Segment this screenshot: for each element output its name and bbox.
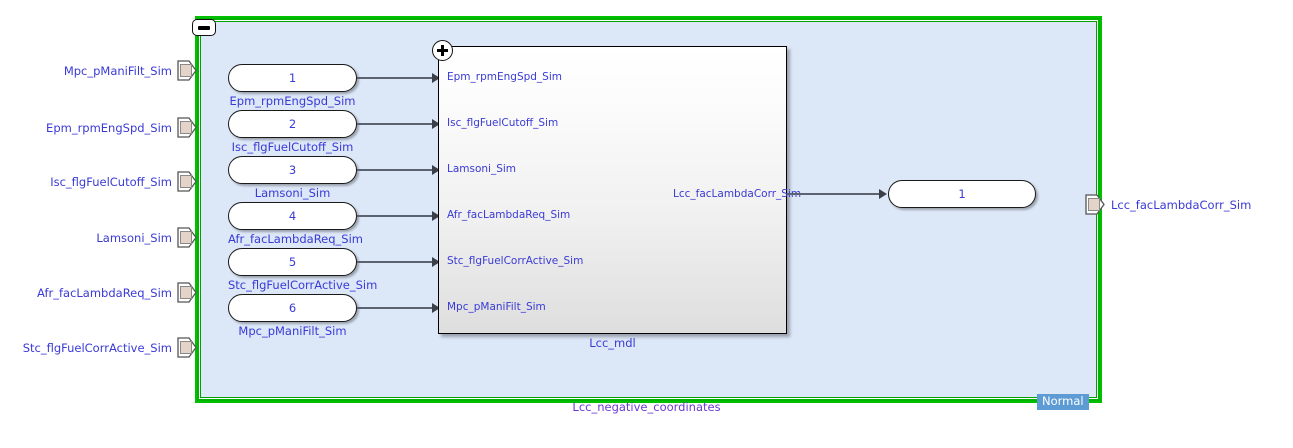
signal-line-1[interactable] xyxy=(357,77,435,79)
inport-terminal-icon xyxy=(177,337,197,358)
simulation-mode-badge[interactable]: Normal xyxy=(1037,394,1089,410)
signal-arrow-6 xyxy=(432,303,440,313)
signal-arrow-1 xyxy=(432,73,440,83)
signal-line-3[interactable] xyxy=(357,169,435,171)
subsystem-block-lcc-mdl[interactable] xyxy=(438,46,787,334)
subsystem-block-caption: Lcc_mdl xyxy=(589,336,636,350)
external-input-port-5[interactable]: Stc_flgFuelCorrActive_Sim xyxy=(0,337,197,358)
inport-block-number: 3 xyxy=(288,163,297,177)
outport-terminal-icon xyxy=(1085,194,1105,215)
inport-block-number: 4 xyxy=(288,209,297,223)
signal-arrow-3 xyxy=(432,165,440,175)
external-input-label: Afr_facLambdaReq_Sim xyxy=(36,285,172,300)
outport-block-1[interactable]: 1 xyxy=(888,180,1036,208)
subsystem-input-label-5: Mpc_pManiFilt_Sim xyxy=(447,301,546,313)
signal-arrow-output xyxy=(879,189,887,199)
inport-terminal-icon xyxy=(177,282,197,303)
external-input-label: Isc_flgFuelCutoff_Sim xyxy=(50,174,172,189)
inport-block-caption: Afr_facLambdaReq_Sim xyxy=(228,232,364,246)
external-input-label: Lamsoni_Sim xyxy=(96,230,172,245)
external-input-label: Stc_flgFuelCorrActive_Sim xyxy=(22,340,172,355)
inport-block-number: 2 xyxy=(288,117,297,131)
inport-block-5[interactable]: 5 xyxy=(228,248,357,276)
minus-icon-bar xyxy=(198,25,210,30)
inport-block-caption: Stc_flgFuelCorrActive_Sim xyxy=(228,278,378,292)
external-input-label: Epm_rpmEngSpd_Sim xyxy=(46,120,172,135)
outport-block-number: 1 xyxy=(958,187,966,201)
signal-line-5[interactable] xyxy=(357,261,435,263)
inport-block-number: 5 xyxy=(288,255,297,269)
inport-block-caption: Mpc_pManiFilt_Sim xyxy=(238,324,347,338)
signal-arrow-5 xyxy=(432,257,440,267)
signal-line-output[interactable] xyxy=(787,193,881,195)
plus-icon[interactable] xyxy=(432,40,453,61)
system-caption: Lcc_negative_coordinates xyxy=(572,400,721,414)
signal-arrow-4 xyxy=(432,211,440,221)
external-input-port-4[interactable]: Afr_facLambdaReq_Sim xyxy=(0,282,197,303)
plus-icon-vertical xyxy=(440,45,445,56)
signal-arrow-2 xyxy=(432,119,440,129)
subsystem-input-label-2: Lamsoni_Sim xyxy=(447,163,517,175)
external-input-port-0[interactable]: Mpc_pManiFilt_Sim xyxy=(0,60,197,81)
inport-block-4[interactable]: 4 xyxy=(228,202,357,230)
inport-block-3[interactable]: 3 xyxy=(228,156,357,184)
inport-terminal-icon xyxy=(177,227,197,248)
inport-terminal-icon xyxy=(177,171,197,192)
inport-block-caption: Isc_flgFuelCutoff_Sim xyxy=(231,140,354,154)
inport-block-2[interactable]: 2 xyxy=(228,110,357,138)
external-output-label: Lcc_facLambdaCorr_Sim xyxy=(1111,197,1252,212)
external-input-port-3[interactable]: Lamsoni_Sim xyxy=(0,227,197,248)
signal-line-2[interactable] xyxy=(357,123,435,125)
inport-terminal-icon xyxy=(177,117,197,138)
subsystem-input-label-3: Afr_facLambdaReq_Sim xyxy=(447,209,571,221)
subsystem-input-label-4: Stc_flgFuelCorrActive_Sim xyxy=(447,255,584,267)
external-input-port-1[interactable]: Epm_rpmEngSpd_Sim xyxy=(0,117,197,138)
subsystem-output-label-0: Lcc_facLambdaCorr_Sim xyxy=(673,188,802,200)
inport-terminal-icon xyxy=(177,60,197,81)
inport-block-6[interactable]: 6 xyxy=(228,294,357,322)
external-input-label: Mpc_pManiFilt_Sim xyxy=(63,63,172,78)
external-output-port-0[interactable]: Lcc_facLambdaCorr_Sim xyxy=(1085,194,1251,215)
inport-block-number: 6 xyxy=(288,301,297,315)
minus-icon[interactable] xyxy=(192,19,216,36)
external-input-port-2[interactable]: Isc_flgFuelCutoff_Sim xyxy=(0,171,197,192)
inport-block-1[interactable]: 1 xyxy=(228,64,357,92)
signal-line-6[interactable] xyxy=(357,307,435,309)
subsystem-input-label-0: Epm_rpmEngSpd_Sim xyxy=(447,71,562,83)
inport-block-caption: Epm_rpmEngSpd_Sim xyxy=(229,94,356,108)
signal-line-4[interactable] xyxy=(357,215,435,217)
subsystem-input-label-1: Isc_flgFuelCutoff_Sim xyxy=(447,117,559,129)
inport-block-caption: Lamsoni_Sim xyxy=(254,186,331,200)
inport-block-number: 1 xyxy=(288,71,297,85)
